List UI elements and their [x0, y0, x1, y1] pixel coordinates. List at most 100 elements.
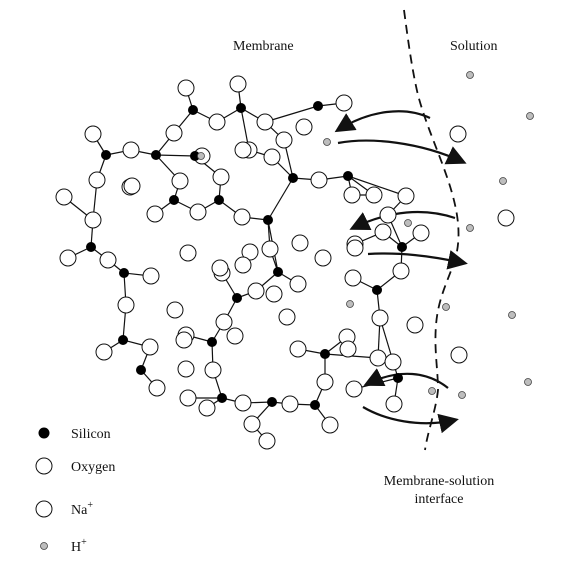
- hydrogen-ion: [404, 219, 412, 227]
- oxygen-atom: [258, 432, 276, 450]
- silicon-atom: [118, 335, 128, 345]
- interface-label-line1: Membrane-solution: [384, 474, 494, 489]
- oxygen-atom: [141, 338, 159, 356]
- arrow-out-bottom: [362, 406, 459, 434]
- legend-silicon-swatch: [38, 427, 50, 439]
- sodium-ion: [449, 125, 467, 143]
- oxygen-atom: [379, 206, 397, 224]
- si-o-bond: [264, 105, 319, 123]
- sodium-ion: [406, 316, 424, 334]
- oxygen-atom: [371, 309, 389, 327]
- oxygen-atom: [122, 141, 140, 159]
- arrow-out-middle: [367, 250, 468, 270]
- silicon-atom: [86, 242, 96, 252]
- silicon-atom: [190, 151, 200, 161]
- silicon-atom: [169, 195, 179, 205]
- arrow-out-top: [337, 139, 467, 165]
- silicon-atom: [393, 373, 403, 383]
- oxygen-atom: [117, 296, 135, 314]
- legend-oxygen-swatch: [35, 457, 53, 475]
- legend-silicon-label: Silicon: [71, 427, 111, 442]
- sodium-ion: [177, 360, 195, 378]
- hydrogen-ion: [197, 152, 205, 160]
- oxygen-atom: [212, 168, 230, 186]
- oxygen-atom: [289, 340, 307, 358]
- legend-oxygen-label: Oxygen: [71, 460, 115, 475]
- oxygen-atom: [215, 313, 233, 331]
- silicon-atom: [310, 400, 320, 410]
- oxygen-atom: [179, 389, 197, 407]
- oxygen-atom: [208, 113, 226, 131]
- membrane-label: Membrane: [233, 39, 294, 54]
- silicon-atom: [313, 101, 323, 111]
- oxygen-atom: [177, 79, 195, 97]
- oxygen-atom: [397, 187, 415, 205]
- oxygen-atom: [171, 172, 189, 190]
- hydrogen-ion: [428, 387, 436, 395]
- exchange-arrows: [334, 110, 468, 434]
- si-o-bond: [267, 177, 294, 221]
- silicon-atom: [236, 103, 246, 113]
- oxygen-atom: [385, 395, 403, 413]
- atoms: [55, 71, 534, 450]
- oxygen-atom: [84, 211, 102, 229]
- oxygen-atom: [392, 262, 410, 280]
- silicon-atom: [320, 349, 330, 359]
- legend-hydrogen-swatch: [40, 542, 48, 550]
- oxygen-atom: [229, 75, 247, 93]
- arrow-in-middle: [349, 210, 456, 230]
- oxygen-atom: [247, 282, 265, 300]
- silicon-atom: [288, 173, 298, 183]
- oxygen-atom: [343, 186, 361, 204]
- oxygen-atom: [263, 148, 281, 166]
- oxygen-atom: [148, 379, 166, 397]
- sodium-ion: [450, 346, 468, 364]
- oxygen-atom: [234, 394, 252, 412]
- oxygen-atom: [261, 240, 279, 258]
- hydrogen-ion: [526, 112, 534, 120]
- oxygen-atom: [204, 361, 222, 379]
- hydrogen-ion: [323, 138, 331, 146]
- arrow-in-top: [334, 110, 431, 133]
- sodium-ion: [166, 301, 184, 319]
- oxygen-atom: [99, 251, 117, 269]
- oxygen-atom: [165, 124, 183, 142]
- oxygen-atom: [295, 118, 313, 136]
- oxygen-atom: [88, 171, 106, 189]
- silicon-atom: [267, 397, 277, 407]
- silicon-atom: [263, 215, 273, 225]
- oxygen-atom: [344, 269, 362, 287]
- sodium-ion: [226, 327, 244, 345]
- si-o-bond: [347, 175, 407, 197]
- oxygen-atom: [256, 113, 274, 131]
- oxygen-atom: [345, 380, 363, 398]
- hydrogen-ion: [466, 71, 474, 79]
- membrane-solution-interface-line: [403, 9, 460, 451]
- oxygen-atom: [369, 349, 387, 367]
- oxygen-atom: [95, 343, 113, 361]
- silicon-atom: [136, 365, 146, 375]
- hydrogen-ion: [458, 391, 466, 399]
- solution-label: Solution: [450, 39, 497, 54]
- silicon-atom: [372, 285, 382, 295]
- silicon-atom: [151, 150, 161, 160]
- silicon-atom: [273, 267, 283, 277]
- silicon-atom: [232, 293, 242, 303]
- arrow-in-bottom: [363, 368, 449, 389]
- sodium-ion: [234, 141, 252, 159]
- oxygen-atom: [412, 224, 430, 242]
- silicon-atom: [119, 268, 129, 278]
- hydrogen-ion: [346, 300, 354, 308]
- oxygen-atom: [335, 94, 353, 112]
- sodium-ion: [384, 353, 402, 371]
- silicon-atom: [101, 150, 111, 160]
- oxygen-atom: [146, 205, 164, 223]
- silicon-atom: [207, 337, 217, 347]
- legend: Silicon Oxygen Na+ H+: [35, 427, 115, 555]
- sodium-ion: [497, 209, 515, 227]
- oxygen-atom: [142, 267, 160, 285]
- silicon-atom: [343, 171, 353, 181]
- oxygen-atom: [310, 171, 328, 189]
- oxygen-atom: [275, 131, 293, 149]
